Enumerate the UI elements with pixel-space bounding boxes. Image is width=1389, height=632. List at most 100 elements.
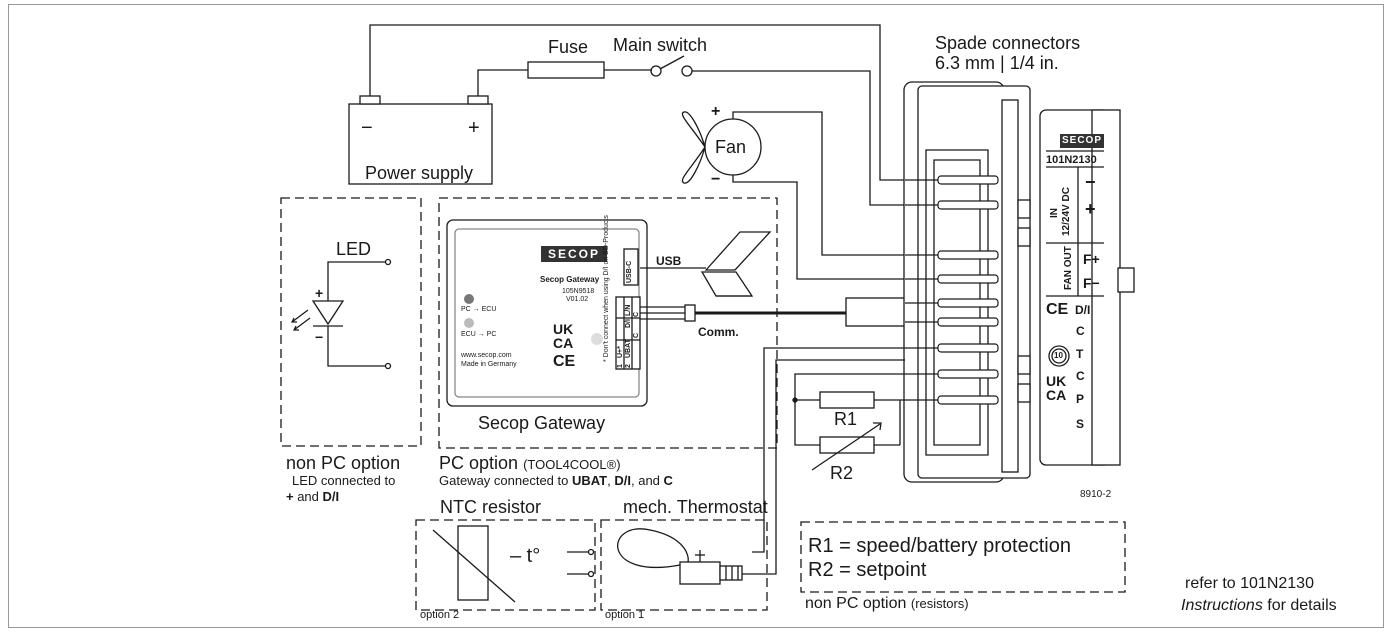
unit-s: S <box>1076 417 1085 431</box>
led-label: LED <box>336 239 372 259</box>
refer-line2: Instructions for details <box>1181 597 1337 614</box>
wire-thermostat-a <box>752 347 905 553</box>
resistor-caption: non PC option (resistors) <box>805 595 969 612</box>
gateway-caption: Secop Gateway <box>478 413 606 433</box>
main-switch-label: Main switch <box>613 35 708 55</box>
wire-switch-to-unit <box>692 70 905 206</box>
led-option-box <box>280 197 422 447</box>
resistor-r1 <box>819 391 875 409</box>
fan-plus-label: + <box>711 103 721 120</box>
gateway-part: 105N9518 <box>562 288 595 295</box>
spade-connector-pin <box>937 175 999 185</box>
gateway-brand: SECOP <box>541 246 607 262</box>
gateway-ecu-pc: ECU → PC <box>461 331 497 338</box>
thermostat-bulb <box>617 528 689 568</box>
gateway-note: * Don't connect when using D/I on BD-Pro… <box>603 215 610 362</box>
unit-ten: 10 <box>1054 351 1063 360</box>
legend-r2: R2 = setpoint <box>808 559 927 581</box>
ntc-temp-label: – t° <box>510 545 541 567</box>
laptop-screen <box>704 231 772 271</box>
unit-c1: C <box>1076 324 1085 338</box>
fan-blade-bottom <box>681 146 706 184</box>
unit-minus: − <box>1085 172 1096 192</box>
gateway-ce: CE <box>553 353 576 370</box>
spade-connector-pin <box>937 250 999 260</box>
fuse-symbol <box>527 61 605 79</box>
main-switch-contact-a <box>650 65 662 77</box>
r2-label: R2 <box>830 463 854 483</box>
ntc-slash <box>432 529 516 603</box>
gateway-pin-dc: C <box>633 332 640 338</box>
led-plus-label: + <box>315 285 324 301</box>
unit-voltage: 12/24V DC <box>1061 187 1072 236</box>
unit-f-plus: F+ <box>1083 251 1100 267</box>
gateway-made-in: Made in Germany <box>461 361 517 368</box>
spade-connector-pin <box>937 298 999 308</box>
gateway-pin-u2: 2 <box>625 364 632 368</box>
unit-t: T <box>1076 347 1084 361</box>
spade-line1: Spade connectors <box>935 33 1081 53</box>
spade-connector-pin <box>937 343 999 353</box>
gateway-pin-u2-label: UBAT <box>625 339 632 358</box>
main-switch-contact-b <box>681 65 693 77</box>
unit-model: 101N2130 <box>1046 154 1097 166</box>
usb-link-label: USB <box>656 254 682 268</box>
non-pc-line2: + and D/I <box>286 489 340 504</box>
legend-r1: R1 = speed/battery protection <box>808 535 1071 557</box>
spade-connector-pin <box>937 317 999 327</box>
ntc-option-box <box>415 519 596 611</box>
gateway-name: Secop Gateway <box>540 275 600 284</box>
spade-line2: 6.3 mm | 1/4 in. <box>935 53 1059 73</box>
unit-p: P <box>1076 392 1085 406</box>
gateway-website: www.secop.com <box>461 352 512 359</box>
gateway-pin-u1-label: U+* <box>617 346 624 358</box>
battery-minus-label: − <box>361 117 373 139</box>
wire-fan-minus <box>732 175 905 280</box>
main-switch-lever <box>659 55 685 70</box>
spade-connector-pin <box>937 274 999 284</box>
ntc-label: NTC resistor <box>440 497 542 517</box>
non-pc-line1: LED connected to <box>292 473 396 488</box>
wire-thermostat-b <box>742 359 905 575</box>
fan-label: Fan <box>715 137 747 157</box>
battery-body <box>348 103 493 185</box>
unit-ukca-top: UK <box>1046 373 1067 389</box>
spade-connector-pin <box>937 369 999 379</box>
spade-connector-pin <box>937 395 999 405</box>
gateway-version: V01.02 <box>566 296 589 303</box>
pc-option-line: Gateway connected to UBAT, D/I, and C <box>439 473 673 488</box>
unit-f-minus: F− <box>1083 275 1100 291</box>
r1-label: R1 <box>834 409 858 429</box>
unit-c2: C <box>1076 369 1085 383</box>
pc-option-box <box>438 197 778 449</box>
resistor-r2 <box>819 436 875 454</box>
fuse-label: Fuse <box>548 37 589 57</box>
wire-minus <box>369 24 905 181</box>
battery-plus-label: + <box>468 117 480 139</box>
diagram-frame <box>8 4 1384 628</box>
option2-label: option 2 <box>420 609 460 621</box>
gateway-usb-c: USB-C <box>626 260 633 283</box>
gateway-pin-di: D/I <box>625 319 632 328</box>
refer-line1: refer to 101N2130 <box>1185 575 1314 592</box>
gateway-pin-ln: L/N <box>625 304 632 316</box>
thermostat-label: mech. Thermostat <box>623 497 768 517</box>
gateway-pc-ecu: PC → ECU <box>461 306 497 313</box>
gateway-pin-c: C <box>633 311 640 317</box>
resistor-legend-box <box>800 521 1126 593</box>
wire-fan-plus <box>732 111 905 256</box>
fan-blade-top <box>681 111 706 148</box>
gateway-ukca-top: UK <box>553 321 574 337</box>
fan-minus-label: − <box>711 171 721 188</box>
led-diode <box>311 300 345 326</box>
pc-option-title: PC option (TOOL4COOL®) <box>439 453 621 473</box>
gateway-pin-u1: 1 <box>617 364 624 368</box>
thermostat-option-box <box>600 519 768 611</box>
spade-connector-pin <box>937 200 999 210</box>
unit-in-label: IN <box>1049 208 1060 218</box>
gateway-ukca-bottom: CA <box>553 335 574 351</box>
non-pc-title: non PC option <box>286 453 401 473</box>
unit-plus: + <box>1085 199 1096 219</box>
unit-fan-out: FAN OUT <box>1063 246 1074 290</box>
